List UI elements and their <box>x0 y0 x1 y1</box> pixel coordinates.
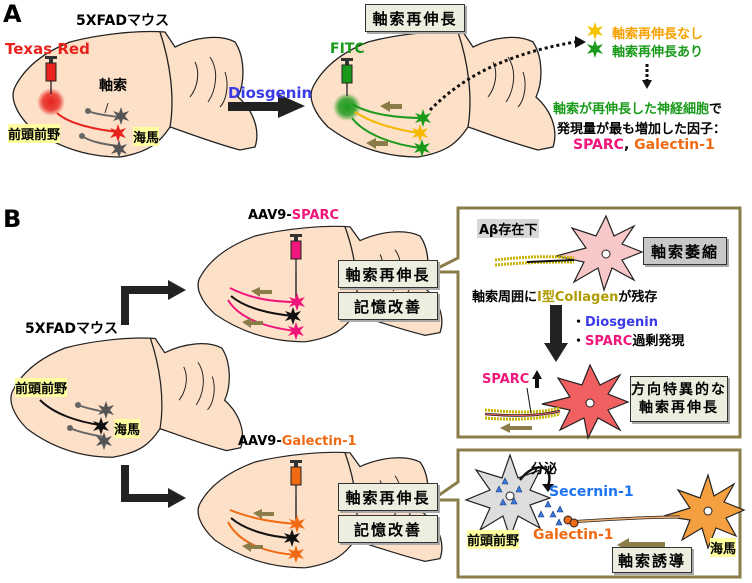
conclusion-green: 軸索が再伸長した神経細胞 <box>553 102 710 117</box>
tracer-texas-red: Texas Red <box>5 40 90 58</box>
mouse-title-b: 5XFADマウス <box>25 321 118 337</box>
legend-no-regrowth: 軸索再伸長なし <box>612 27 704 42</box>
neuron-pfc <box>464 453 564 540</box>
outcome-line2: 軸索再伸長 <box>639 400 719 416</box>
conclusion-line2: 発現量が最も増加した因子： <box>557 122 727 137</box>
direction-arrow <box>366 101 402 149</box>
mouse-title-a: 5XFADマウス <box>76 13 169 29</box>
treatment-diosgenin: Diosgenin <box>228 84 313 102</box>
panel-label-b: B <box>3 205 22 233</box>
collagen-pre: 軸索周囲に <box>472 290 538 305</box>
legend-star-yellow <box>587 22 603 40</box>
galectin-box-axon-regrowth: 軸索再伸長 <box>338 483 438 511</box>
factor-galectin: Galectin-1 <box>634 137 715 153</box>
sparc-box-axon-regrowth: 軸索再伸長 <box>338 260 438 288</box>
axon-red <box>56 112 119 133</box>
pfc-label-a: 前頭前野 <box>8 124 61 143</box>
hippo-label-a: 海馬 <box>133 127 160 146</box>
vector-prefix: AAV9- <box>238 434 282 449</box>
legend-star-green <box>587 40 603 58</box>
arrow-diosgenin <box>228 102 278 111</box>
outcome-line1: 方向特異的な <box>631 382 727 398</box>
injection-site-red <box>37 88 65 116</box>
secrete-label: 分泌 <box>531 462 558 477</box>
bullet-sparc-post: 過剰発現 <box>632 334 685 349</box>
neuron-regenerating <box>484 363 630 440</box>
factor-sep: , <box>623 137 635 153</box>
factors: SPARC, Galectin-1 <box>573 137 715 153</box>
factor-sparc: SPARC <box>573 137 624 153</box>
atrophy-box: 軸索萎縮 <box>643 237 727 265</box>
axon-label: 軸索 <box>99 78 127 94</box>
brain-b-main <box>10 337 244 458</box>
collagen-post: が残存 <box>618 290 658 305</box>
legend-regrowth: 軸索再伸長あり <box>612 45 704 60</box>
injection-site-green <box>333 93 361 121</box>
bullet-diosgenin: ・Diosgenin <box>572 315 659 330</box>
arrow-down <box>550 305 562 345</box>
vector-prefix: AAV9- <box>248 208 292 223</box>
arrow-to-sparc <box>121 286 170 325</box>
tracer-fitc: FITC <box>330 41 365 57</box>
bullet-sparc: ・SPARC過剰発現 <box>572 334 685 349</box>
collagen-hl: I型Collagen <box>537 290 619 305</box>
bullet-diosgenin-text: Diosgenin <box>585 315 659 330</box>
galectin-box-memory: 記憶改善 <box>338 515 438 543</box>
result-box-axon-regrowth: 軸索再伸長 <box>365 4 465 32</box>
vector-gene: Galectin-1 <box>281 434 357 449</box>
hippo-label-detail: 海馬 <box>710 538 737 557</box>
vector-galectin: AAV9-Galectin-1 <box>238 434 357 449</box>
collagen-text: 軸索周囲にI型Collagenが残存 <box>472 286 657 305</box>
neuron-atrophy <box>494 214 644 292</box>
outcome-box: 方向特異的な軸索再伸長 <box>630 376 728 422</box>
galectin-label: Galectin-1 <box>533 527 614 543</box>
conclusion-line1: 軸索が再伸長した神経細胞で <box>553 98 722 117</box>
pfc-label-b: 前頭前野 <box>15 378 68 397</box>
vector-sparc: AAV9-SPARC <box>248 208 339 223</box>
hippo-label-b: 海馬 <box>114 419 141 438</box>
secernin-label: Secernin-1 <box>549 484 634 500</box>
pfc-label-detail: 前頭前野 <box>467 530 520 549</box>
dotted-arrow <box>428 40 576 112</box>
condition-abeta: Aβ存在下 <box>477 219 540 238</box>
guide-box: 軸索誘導 <box>612 547 692 573</box>
arrow-to-galectin <box>121 465 170 502</box>
vector-gene: SPARC <box>291 208 340 223</box>
bullet-sparc-hl: SPARC <box>585 334 633 349</box>
sparc-box-memory: 記憶改善 <box>338 292 438 320</box>
panel-label-a: A <box>3 0 22 28</box>
sparc-up-label: SPARC <box>482 372 530 387</box>
conclusion-black: で <box>709 102 723 117</box>
